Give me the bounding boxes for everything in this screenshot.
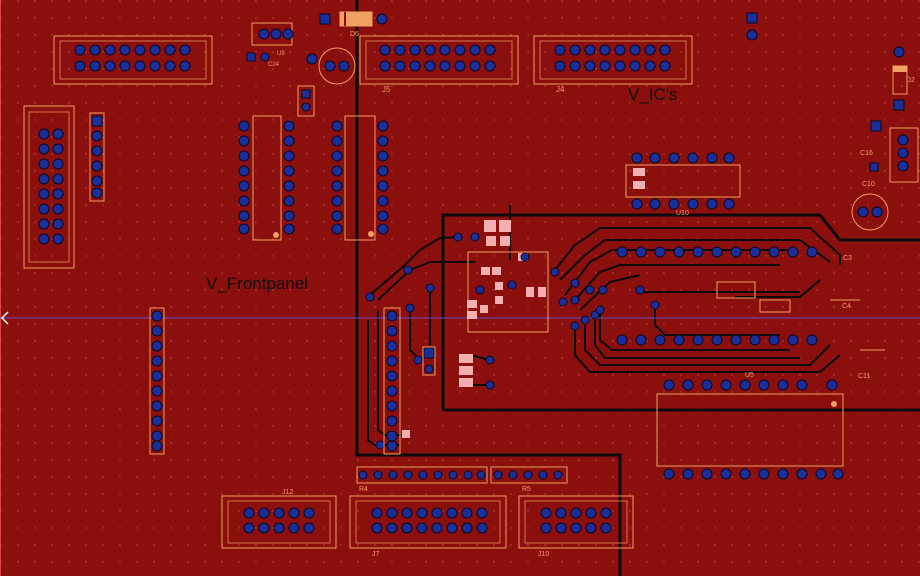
j10-designator: J10 xyxy=(538,551,549,558)
connector-left-vertical[interactable] xyxy=(23,105,75,269)
regulator-u9[interactable] xyxy=(251,22,294,46)
header-vertical-j11[interactable] xyxy=(149,307,165,455)
j5-designator: J5 xyxy=(382,85,391,94)
connector-j12[interactable] xyxy=(221,495,337,549)
c24-designator: C24 xyxy=(268,62,280,68)
u9-designator: U9 xyxy=(277,51,285,57)
cursor-arrow-icon xyxy=(0,311,9,325)
connector-top-left-idc[interactable] xyxy=(53,35,213,85)
net-label-ics: V_IC's xyxy=(628,85,678,104)
c3-designator: C3 xyxy=(843,255,852,262)
d2-designator: D2 xyxy=(906,77,915,84)
d6-designator: D6 xyxy=(350,31,359,38)
c16-designator: C16 xyxy=(860,150,873,157)
header-vertical-center[interactable] xyxy=(383,307,410,455)
connector-c16-header[interactable] xyxy=(870,120,919,183)
capacitor-c24[interactable] xyxy=(246,52,270,62)
j12-designator: J12 xyxy=(282,489,293,496)
j7-designator: J7 xyxy=(372,551,380,558)
resistor-network-r5[interactable] xyxy=(490,466,568,484)
connector-j5[interactable] xyxy=(359,35,519,85)
ic-u5[interactable] xyxy=(656,379,844,480)
ic-large-pin-rows[interactable] xyxy=(616,246,818,346)
u5-designator: U5 xyxy=(745,372,754,379)
diode-d6[interactable] xyxy=(319,11,388,27)
capacitor-c10[interactable] xyxy=(851,162,889,231)
capacitor-c3[interactable] xyxy=(716,281,791,313)
dip-ic-left[interactable] xyxy=(238,115,295,241)
connector-j7[interactable] xyxy=(349,495,507,549)
u10-designator: U10 xyxy=(676,210,689,217)
resistor-network-r4[interactable] xyxy=(356,466,488,484)
j4-designator: J4 xyxy=(556,85,565,94)
net-label-front-panel: V_Frontpanel xyxy=(206,274,308,293)
header-single-row-left[interactable] xyxy=(89,112,105,202)
r5-designator: R5 xyxy=(522,486,531,493)
r4-designator: R4 xyxy=(359,486,368,493)
small-cap-top[interactable] xyxy=(297,85,315,117)
ic-u10[interactable] xyxy=(625,152,741,210)
c10-designator: C10 xyxy=(862,181,875,188)
copper-pour-outlines xyxy=(355,0,920,576)
connector-j10[interactable] xyxy=(518,495,634,549)
capacitor-radial-top[interactable] xyxy=(306,47,356,85)
c4-designator: C4 xyxy=(842,303,851,310)
smd-cluster[interactable] xyxy=(365,220,660,450)
diode-d2[interactable] xyxy=(892,46,908,111)
c11-designator: C11 xyxy=(858,373,870,380)
capacitor-c8[interactable] xyxy=(746,12,758,41)
signal-traces xyxy=(367,205,841,446)
dip-ic-center[interactable] xyxy=(331,115,389,241)
small-part-center[interactable] xyxy=(422,346,436,376)
connector-j4[interactable] xyxy=(533,35,693,85)
